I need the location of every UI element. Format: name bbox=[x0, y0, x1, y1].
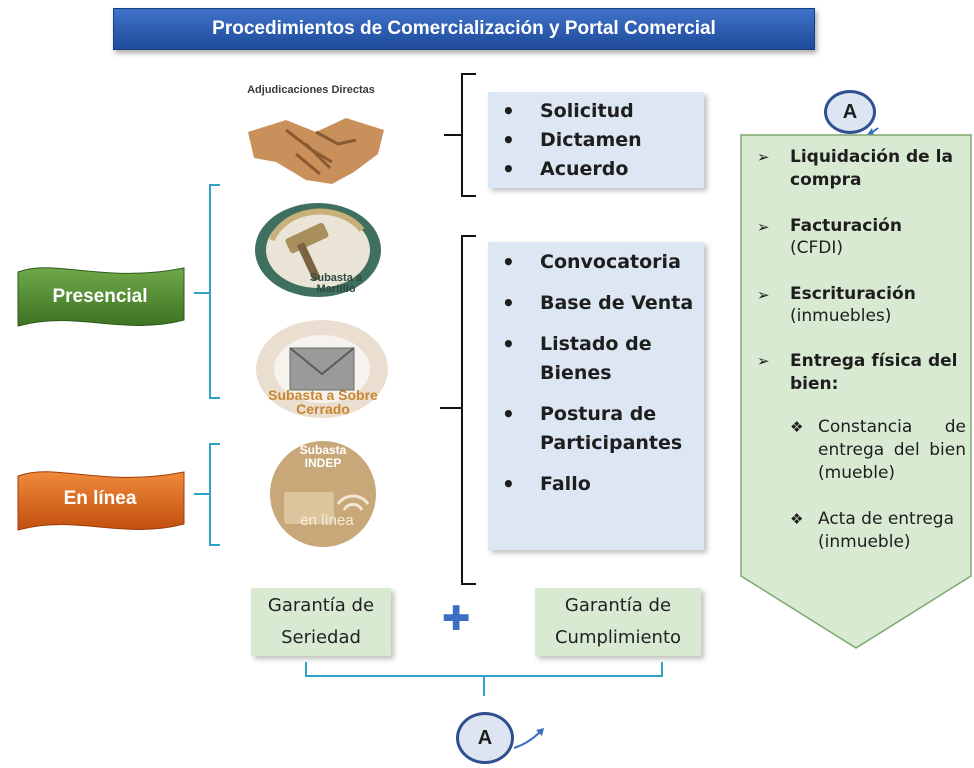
pentagon-item-2-bold: Facturación bbox=[790, 216, 902, 236]
connector-arrow-icon bbox=[513, 728, 544, 749]
subasta-martillo-text: Subasta a Martillo bbox=[310, 272, 362, 295]
arrow-bullet-icon: ➢ bbox=[757, 148, 770, 166]
list-item: Fallo bbox=[502, 470, 704, 499]
bottom-list-box: Convocatoria Base de Venta Listado de Bi… bbox=[488, 242, 704, 550]
top-list-box: Solicitud Dictamen Acuerdo bbox=[488, 92, 704, 188]
diamond-bullet-icon: ❖ bbox=[790, 510, 804, 528]
pentagon-item-3-rest: (inmuebles) bbox=[790, 306, 892, 326]
subasta-indep-line3: en línea bbox=[300, 512, 354, 529]
list-item: Solicitud bbox=[502, 100, 704, 123]
black-braces bbox=[440, 73, 476, 585]
presencial-flag bbox=[17, 267, 185, 327]
list-item: Convocatoria bbox=[502, 248, 704, 277]
subasta-indep-logo bbox=[270, 441, 376, 547]
pentagon-shape bbox=[740, 134, 972, 649]
arrow-bullet-icon: ➢ bbox=[757, 352, 770, 370]
presencial-label: Presencial bbox=[52, 286, 148, 307]
garantia-cumplimiento: Garantía de Cumplimiento bbox=[535, 588, 701, 656]
left-brackets bbox=[194, 184, 220, 546]
subasta-indep-line1: Subasta bbox=[299, 443, 347, 457]
list-item: Base de Venta bbox=[502, 289, 704, 318]
connector-arrow-small-icon bbox=[866, 127, 879, 136]
list-item: Dictamen bbox=[502, 129, 704, 152]
plus-icon: ✚ bbox=[442, 600, 471, 638]
subasta-indep-text: Subasta INDEP bbox=[288, 444, 358, 470]
en-linea-label: En línea bbox=[63, 488, 137, 509]
list-item: Acuerdo bbox=[502, 158, 704, 181]
pentagon-sub-1: Constancia de entrega del bien (mueble) bbox=[818, 417, 966, 483]
subasta-indep-line2: INDEP bbox=[304, 456, 342, 470]
bottom-list: Convocatoria Base de Venta Listado de Bi… bbox=[488, 248, 704, 499]
pentagon-item-1: Liquidación de la compra bbox=[790, 147, 953, 190]
subasta-sobre-text: Subasta a Sobre Cerrado bbox=[268, 387, 378, 417]
en-linea-flag bbox=[17, 471, 185, 531]
connector-a-top: A bbox=[824, 90, 876, 134]
list-item: Postura de Participantes bbox=[502, 400, 704, 458]
subasta-martillo-logo bbox=[255, 203, 381, 297]
arrow-bullet-icon: ➢ bbox=[757, 286, 770, 304]
connector-a-bottom: A bbox=[456, 712, 514, 764]
adjudicaciones-logo-text: Adjudicaciones Directas bbox=[247, 84, 375, 96]
garantia-seriedad: Garantía de Seriedad bbox=[251, 588, 391, 656]
title-banner: Procedimientos de Comercialización y Por… bbox=[113, 8, 815, 50]
pentagon-item-2-rest: (CFDI) bbox=[790, 238, 844, 258]
bottom-bracket bbox=[305, 662, 663, 696]
subasta-sobre-logo bbox=[256, 320, 388, 418]
page-title: Procedimientos de Comercialización y Por… bbox=[212, 18, 716, 39]
arrow-bullet-icon: ➢ bbox=[757, 218, 770, 236]
pentagon-item-4: Entrega física del bien: bbox=[790, 351, 958, 394]
list-item: Listado de Bienes bbox=[502, 330, 704, 388]
top-list: Solicitud Dictamen Acuerdo bbox=[488, 100, 704, 181]
handshake-icon bbox=[248, 118, 384, 184]
diamond-bullet-icon: ❖ bbox=[790, 418, 804, 436]
pentagon-item-3-bold: Escrituración bbox=[790, 284, 916, 304]
pentagon-sub-2: Acta de entrega (inmueble) bbox=[818, 509, 954, 552]
